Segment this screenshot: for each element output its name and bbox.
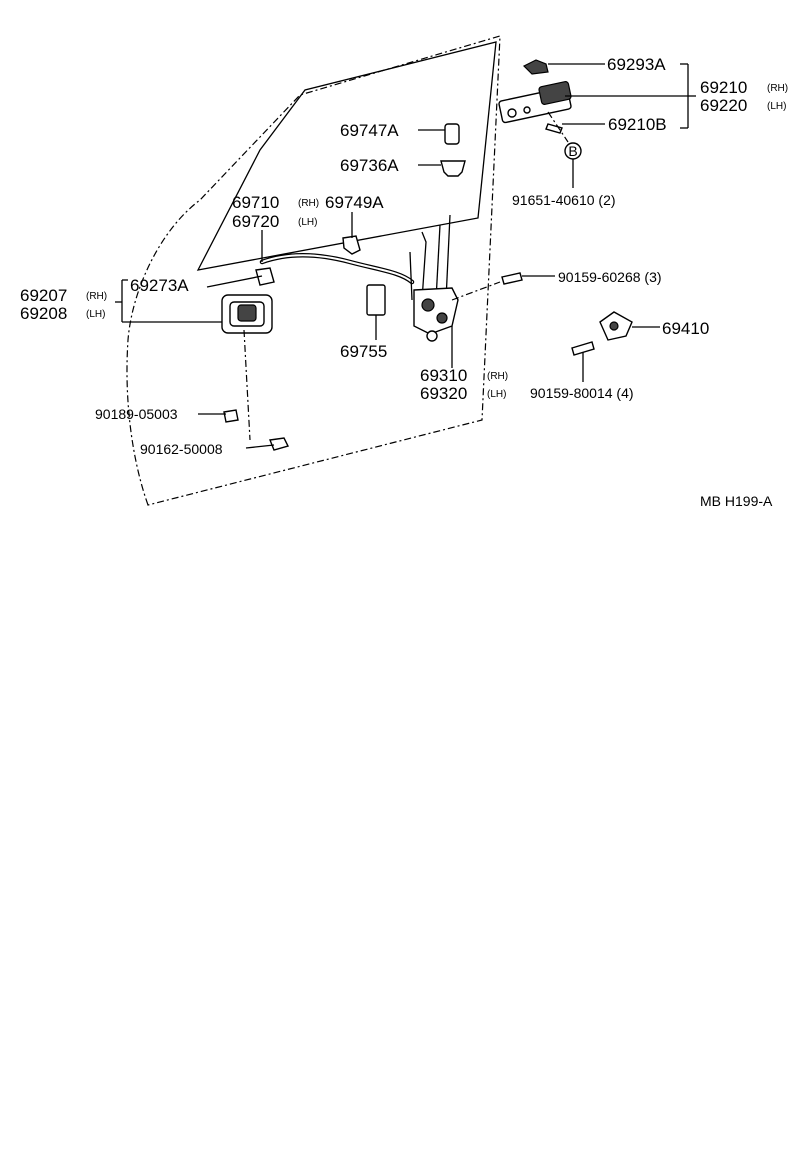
label-69710-side: (RH) [298,198,319,209]
handle-bolt-part [269,437,290,451]
label-69320-side: (LH) [487,389,506,400]
label-69207-side: (RH) [86,291,107,302]
leader-lines [115,63,696,449]
dashed-relation-handle [243,329,251,441]
label-90159-60268: 90159-60268 (3) [558,269,662,285]
dashed-relation-lock [451,281,501,301]
label-69320: 69320 [420,384,467,403]
label-69720: 69720 [232,212,279,231]
label-69208: 69208 [20,304,67,323]
label-69710: 69710 [232,193,279,212]
striker-screw-part [571,341,595,356]
grommet-69736a-part [440,160,466,177]
inside-handle-part [221,267,275,334]
clip-69747a-part [444,123,460,145]
label-69720-side: (LH) [298,217,317,228]
cable-clip-part [342,235,361,255]
label-69207: 69207 [20,286,67,305]
label-69747a: 69747A [340,121,399,140]
label-69755: 69755 [340,342,387,361]
label-69220-side: (LH) [767,101,786,112]
reference-b-label: B [568,143,577,159]
door-hinge-part [498,81,572,124]
handle-screw-part [223,409,239,423]
label-69293a: 69293A [607,55,666,74]
dashed-relation-hinge [547,111,569,143]
label-91651: 91651-40610 (2) [512,192,616,208]
label-69208-side: (LH) [86,309,105,320]
drawing-code: MB H199-A [700,493,773,509]
pad-69755-part [366,284,386,316]
label-69210b: 69210B [608,115,667,134]
label-69210: 69210 [700,78,747,97]
door-lock-part [409,214,459,342]
label-69310-side: (RH) [487,371,508,382]
door-outline [126,35,501,506]
label-69220: 69220 [700,96,747,115]
label-69210-side: (RH) [767,83,788,94]
label-90159-80014: 90159-80014 (4) [530,385,634,401]
label-69310: 69310 [420,366,467,385]
label-69273a: 69273A [130,276,189,295]
hinge-pin-part [522,59,549,75]
label-90189-05003: 90189-05003 [95,406,178,422]
window-outline [196,41,497,271]
label-69410: 69410 [662,319,709,338]
lock-screw-part [501,272,523,285]
label-69736a: 69736A [340,156,399,175]
label-90162-50008: 90162-50008 [140,441,223,457]
lock-cable-part [259,253,415,285]
door-striker-part [599,311,633,341]
label-69749a: 69749A [325,193,384,212]
